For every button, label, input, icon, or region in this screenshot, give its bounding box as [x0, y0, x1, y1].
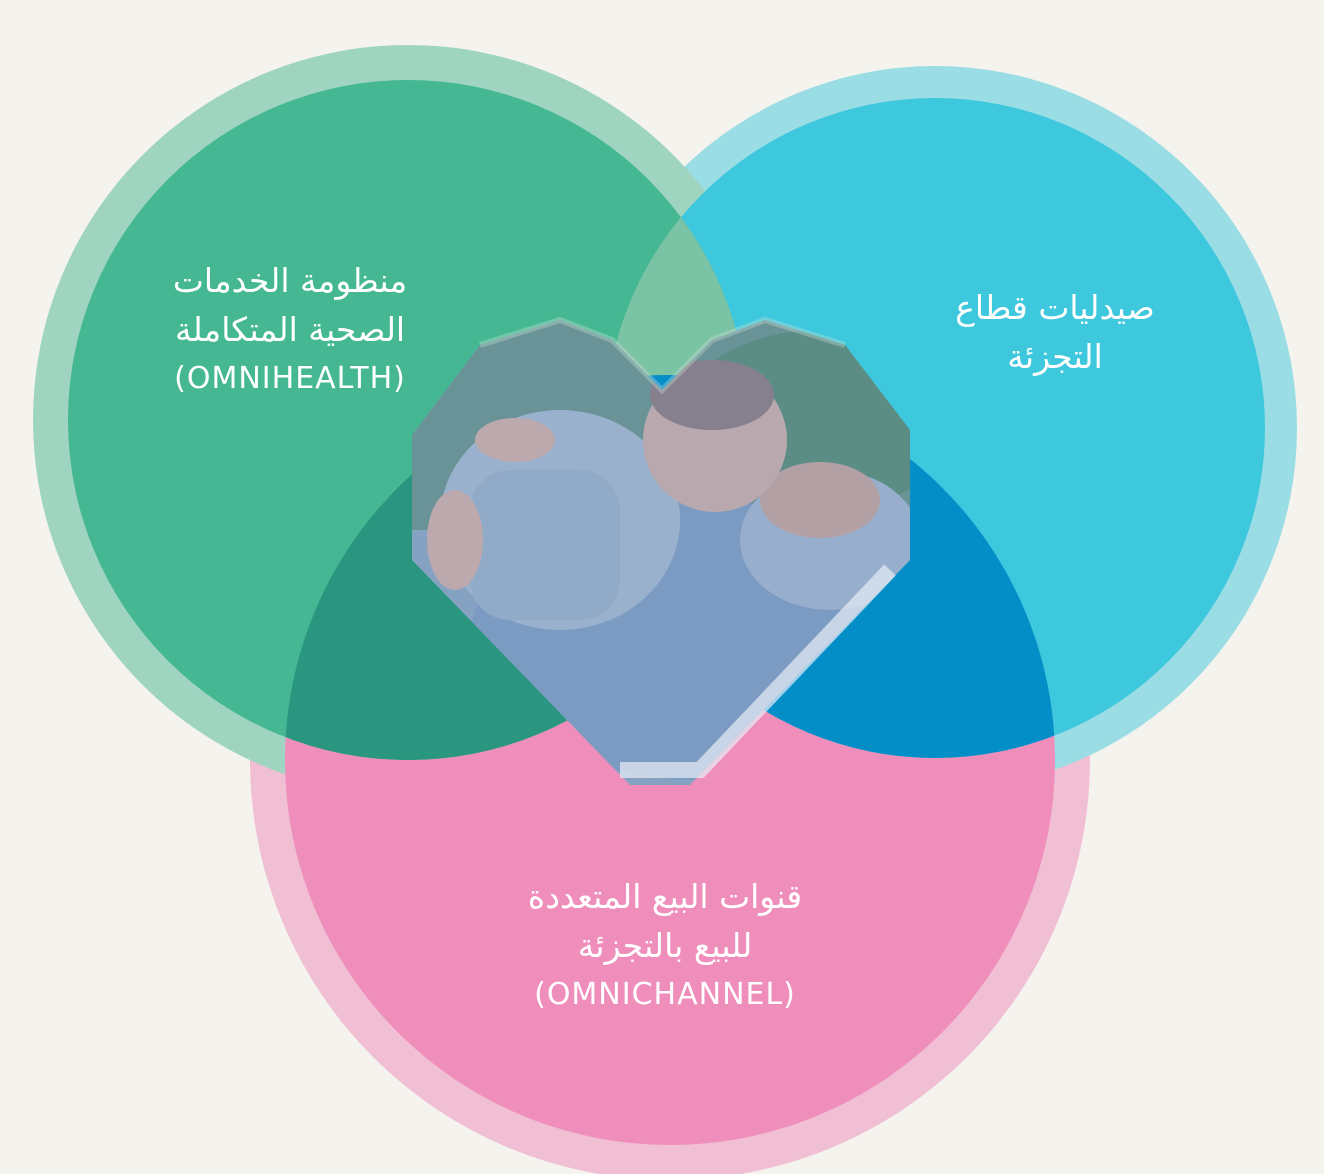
heart-outline-top [479, 316, 846, 395]
omnihealth-label: منظومة الخدمات الصحية المتكاملة (OMNIHEA… [130, 256, 450, 403]
retail-pharmacies-label: صيدليات قطاع التجزئة [920, 283, 1190, 381]
retail-pharmacies-line2: التجزئة [1007, 337, 1103, 376]
omnichannel-label: قنوات البيع المتعددة للبيع بالتجزئة (OMN… [460, 872, 870, 1019]
omnihealth-line3: (OMNIHEALTH) [174, 361, 406, 396]
omnihealth-line2: الصحية المتكاملة [174, 310, 406, 349]
omnichannel-line3: (OMNICHANNEL) [534, 977, 796, 1012]
omnichannel-line2: للبيع بالتجزئة [577, 926, 753, 965]
retail-pharmacies-line1: صيدليات قطاع [955, 288, 1155, 327]
omnichannel-line1: قنوات البيع المتعددة [527, 877, 803, 916]
heart-outline-right [620, 564, 896, 778]
omnihealth-line1: منظومة الخدمات [172, 261, 408, 300]
